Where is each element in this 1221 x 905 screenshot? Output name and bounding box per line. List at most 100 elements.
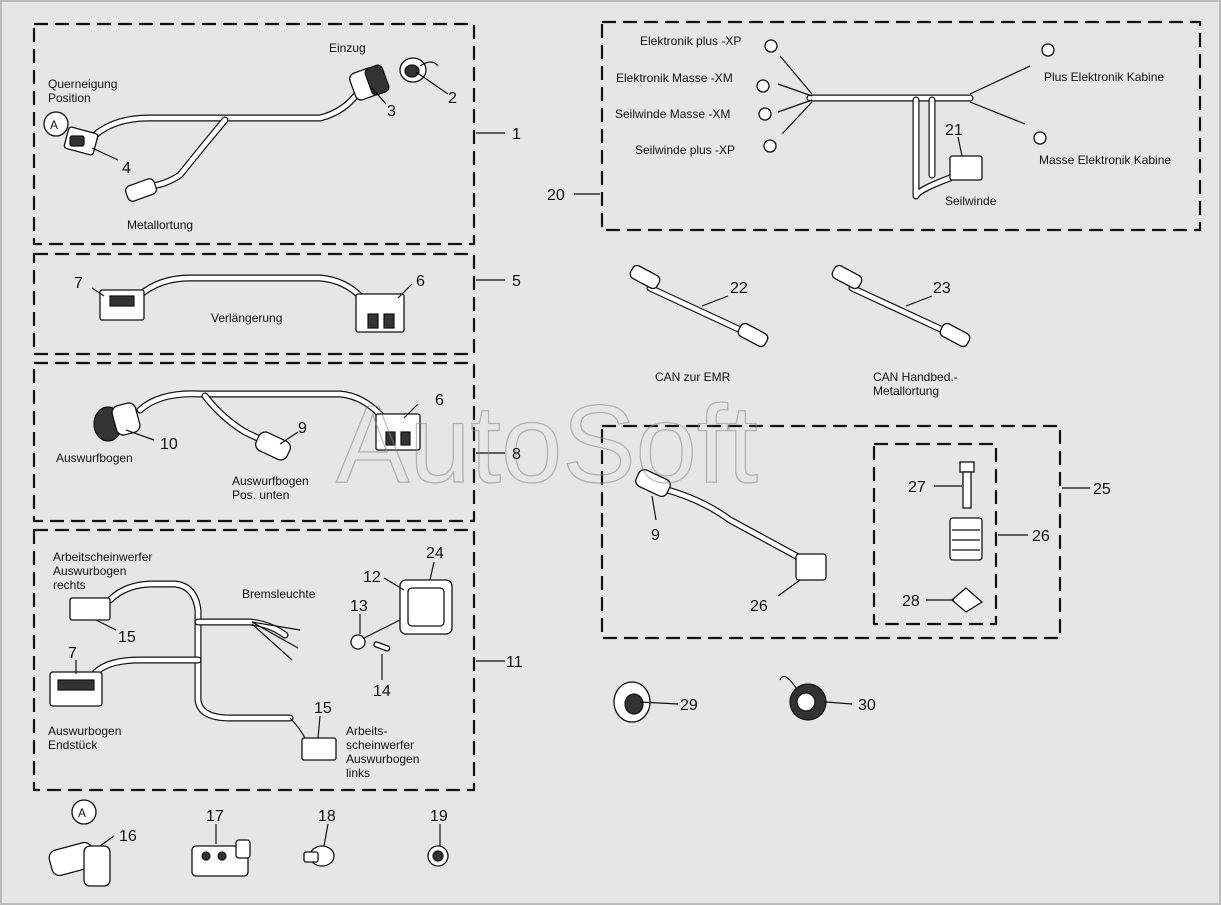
- marker-a-label-1: A: [50, 118, 58, 132]
- label-verlaengerung: Verlängerung: [211, 311, 282, 325]
- part-number: 12: [363, 569, 381, 586]
- label-auswurfbogen-pos-1: Auswurfbogen: [232, 474, 309, 488]
- part-number: 27: [908, 479, 926, 496]
- label-elektronik-masse: Elektronik Masse -XM: [616, 71, 733, 85]
- part-number: 14: [373, 683, 391, 700]
- watermark: AutoSoft: [336, 383, 758, 506]
- label-arbeit-links-4: links: [346, 766, 370, 780]
- can-cable-22: [629, 264, 769, 348]
- part-number: 7: [68, 645, 77, 662]
- part-number: 4: [122, 160, 131, 177]
- plug-30: [779, 675, 827, 721]
- harness-8: [93, 390, 421, 461]
- bolt-27: [959, 461, 975, 509]
- part-number: 6: [416, 273, 425, 290]
- part-number: 5: [512, 273, 521, 290]
- connector-26b: [949, 517, 983, 561]
- part-number: 17: [206, 808, 224, 825]
- part-number: 13: [350, 598, 368, 615]
- label-arbeit-rechts-3: rechts: [53, 578, 86, 592]
- seal-28: [951, 587, 984, 613]
- label-metallortung: Metallortung: [127, 218, 193, 232]
- part-number: 2: [448, 90, 457, 107]
- label-arbeit-links-1: Arbeits-: [346, 724, 387, 738]
- part-number: 10: [160, 436, 178, 453]
- part-number: 19: [430, 808, 448, 825]
- group-box-1: [32, 22, 476, 246]
- label-arbeit-links-3: Auswurbogen: [346, 752, 419, 766]
- connector-15a: [69, 597, 111, 621]
- part-number: 24: [426, 545, 444, 562]
- part-number: 7: [74, 275, 83, 292]
- connector-3: [349, 64, 390, 101]
- label-arbeit-links-2: scheinwerfer: [346, 738, 414, 752]
- label-endstueck-1: Auswurbogen: [48, 724, 121, 738]
- part-number: 22: [730, 280, 748, 297]
- harness-5: [99, 274, 405, 333]
- connector-4: [63, 126, 99, 156]
- label-arbeit-rechts-2: Auswurbogen: [53, 564, 126, 578]
- label-querneigung-1: Querneigung: [48, 77, 117, 91]
- label-bremsleuchte: Bremsleuchte: [242, 587, 316, 601]
- label-can-hand-2: Metallortung: [873, 384, 939, 398]
- part-number: 29: [680, 697, 698, 714]
- part-number: 9: [298, 420, 307, 437]
- part-number: 28: [902, 593, 920, 610]
- label-endstueck-2: Endstück: [48, 738, 98, 752]
- harness-1: [43, 57, 439, 202]
- group-box-5: [32, 252, 476, 356]
- part-number: 21: [945, 122, 963, 139]
- plug-2: [399, 57, 439, 83]
- part-number: 18: [318, 808, 336, 825]
- part-number: 6: [435, 392, 444, 409]
- sensor-16: [48, 841, 111, 887]
- label-seilwinde: Seilwinde: [945, 194, 997, 208]
- connector-7a: [99, 289, 145, 321]
- connector-metallortung: [124, 178, 158, 202]
- leader-lines: [75, 71, 963, 847]
- lamp-24: [399, 579, 453, 635]
- part-number: 30: [858, 697, 876, 714]
- part-number: 9: [651, 527, 660, 544]
- harness-20: [756, 39, 1055, 200]
- harness-11: [49, 579, 453, 761]
- part-number: 8: [512, 446, 521, 463]
- part-number: 1: [512, 126, 521, 143]
- part-number: 15: [118, 629, 136, 646]
- label-einzug: Einzug: [329, 41, 366, 55]
- label-masse-kabine: Masse Elektronik Kabine: [1039, 153, 1171, 167]
- part-number: 15: [314, 700, 332, 717]
- group-box-8: [32, 361, 476, 523]
- part-number: 16: [119, 828, 137, 845]
- pin-14: [373, 641, 391, 652]
- plug-29: [613, 681, 651, 723]
- can-cable-23: [831, 264, 971, 348]
- label-querneigung-2: Position: [48, 91, 91, 105]
- connector-6b: [375, 413, 421, 451]
- group-box-11: [32, 528, 476, 792]
- label-elektronik-plus: Elektronik plus -XP: [640, 34, 741, 48]
- group-box-26: [872, 442, 998, 626]
- part-number: 23: [933, 280, 951, 297]
- group-box-20: [600, 20, 1202, 232]
- marker-a-label-2: A: [78, 806, 86, 820]
- harness-25: [635, 461, 984, 613]
- part-number: 26: [750, 598, 768, 615]
- connector-7b: [49, 671, 103, 707]
- marker-a-2: [71, 799, 97, 825]
- relay-21: [949, 155, 983, 181]
- label-seilwinde-plus: Seilwinde plus -XP: [635, 143, 735, 157]
- part-number: 20: [547, 187, 565, 204]
- connector-10: [93, 402, 141, 442]
- bulb-13: [350, 619, 401, 650]
- part-number: 3: [387, 103, 396, 120]
- connector-9a: [255, 431, 291, 461]
- adapter-17: [191, 839, 251, 877]
- label-can-hand-1: CAN Handbed.-: [873, 370, 958, 384]
- label-plus-kabine: Plus Elektronik Kabine: [1044, 70, 1164, 84]
- label-auswurfbogen: Auswurfbogen: [56, 451, 133, 465]
- part-number: 25: [1093, 481, 1111, 498]
